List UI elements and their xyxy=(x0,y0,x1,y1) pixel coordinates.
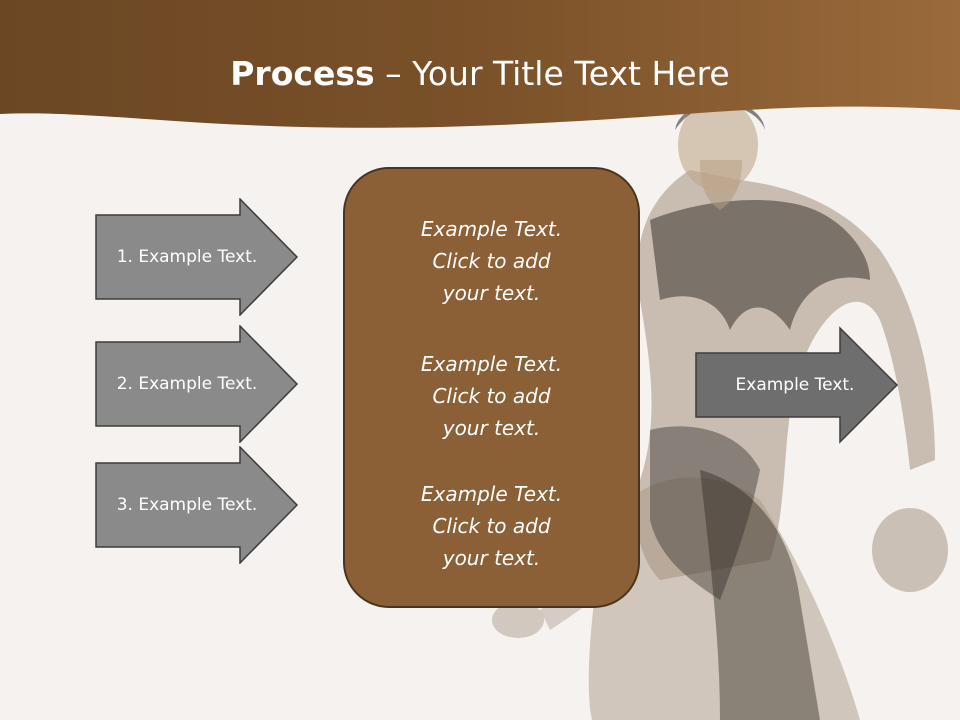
center-line: your text. xyxy=(442,416,541,440)
center-text-block-1: Example Text. Click to add your text. xyxy=(345,213,638,309)
arrow-label: 1. Example Text. xyxy=(116,247,258,267)
title-rest: – Your Title Text Here xyxy=(374,54,730,93)
center-text-box[interactable]: Example Text. Click to add your text. Ex… xyxy=(343,167,640,608)
center-line: Click to add xyxy=(432,384,551,408)
arrow-shape xyxy=(95,325,299,443)
title-bold: Process xyxy=(230,54,375,93)
process-arrow-2[interactable]: 2. Example Text. xyxy=(95,325,301,443)
center-text-block-3: Example Text. Click to add your text. xyxy=(345,478,638,574)
center-line: your text. xyxy=(442,546,541,570)
center-line: Example Text. xyxy=(420,217,563,241)
center-line: Click to add xyxy=(432,514,551,538)
arrow-shape xyxy=(695,326,899,444)
center-line: Click to add xyxy=(432,249,551,273)
arrow-shape xyxy=(95,446,299,564)
header-band xyxy=(0,0,960,128)
result-arrow[interactable]: Example Text. xyxy=(695,326,901,444)
center-line: Example Text. xyxy=(420,352,563,376)
arrow-label: 3. Example Text. xyxy=(116,495,258,515)
page-title: Process – Your Title Text Here xyxy=(0,52,960,96)
center-line: your text. xyxy=(442,281,541,305)
process-arrow-1[interactable]: 1. Example Text. xyxy=(95,198,301,316)
center-text-block-2: Example Text. Click to add your text. xyxy=(345,348,638,444)
center-line: Example Text. xyxy=(420,482,563,506)
arrow-label: 2. Example Text. xyxy=(116,374,258,394)
process-arrow-3[interactable]: 3. Example Text. xyxy=(95,446,301,564)
arrow-shape xyxy=(95,198,299,316)
arrow-label: Example Text. xyxy=(735,375,855,395)
